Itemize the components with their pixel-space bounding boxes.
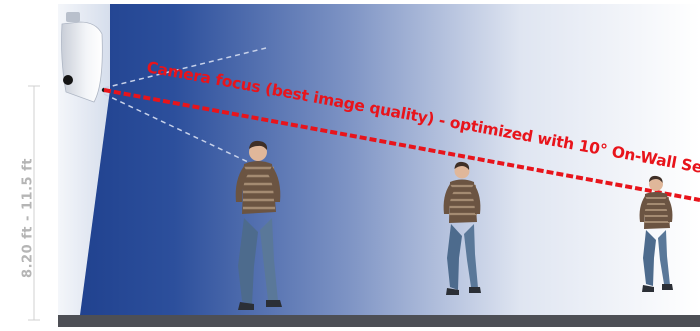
person-middle: [443, 161, 481, 295]
installation-scene: Camera focus (best image quality) - opti…: [58, 4, 700, 327]
field-of-view-lines: [103, 47, 267, 163]
person-far: [639, 175, 673, 292]
height-dimension: 8.20 ft - 11.5 ft: [0, 0, 58, 327]
camera-lens-icon: [63, 75, 73, 85]
scene-illustration: Camera focus (best image quality) - opti…: [58, 4, 700, 327]
floor: [58, 315, 700, 327]
focus-line: [103, 88, 700, 202]
height-range-label: 8.20 ft - 11.5 ft: [20, 158, 36, 278]
person-near: [235, 140, 282, 310]
height-dimension-line: [28, 85, 40, 321]
room-background: [58, 4, 700, 327]
